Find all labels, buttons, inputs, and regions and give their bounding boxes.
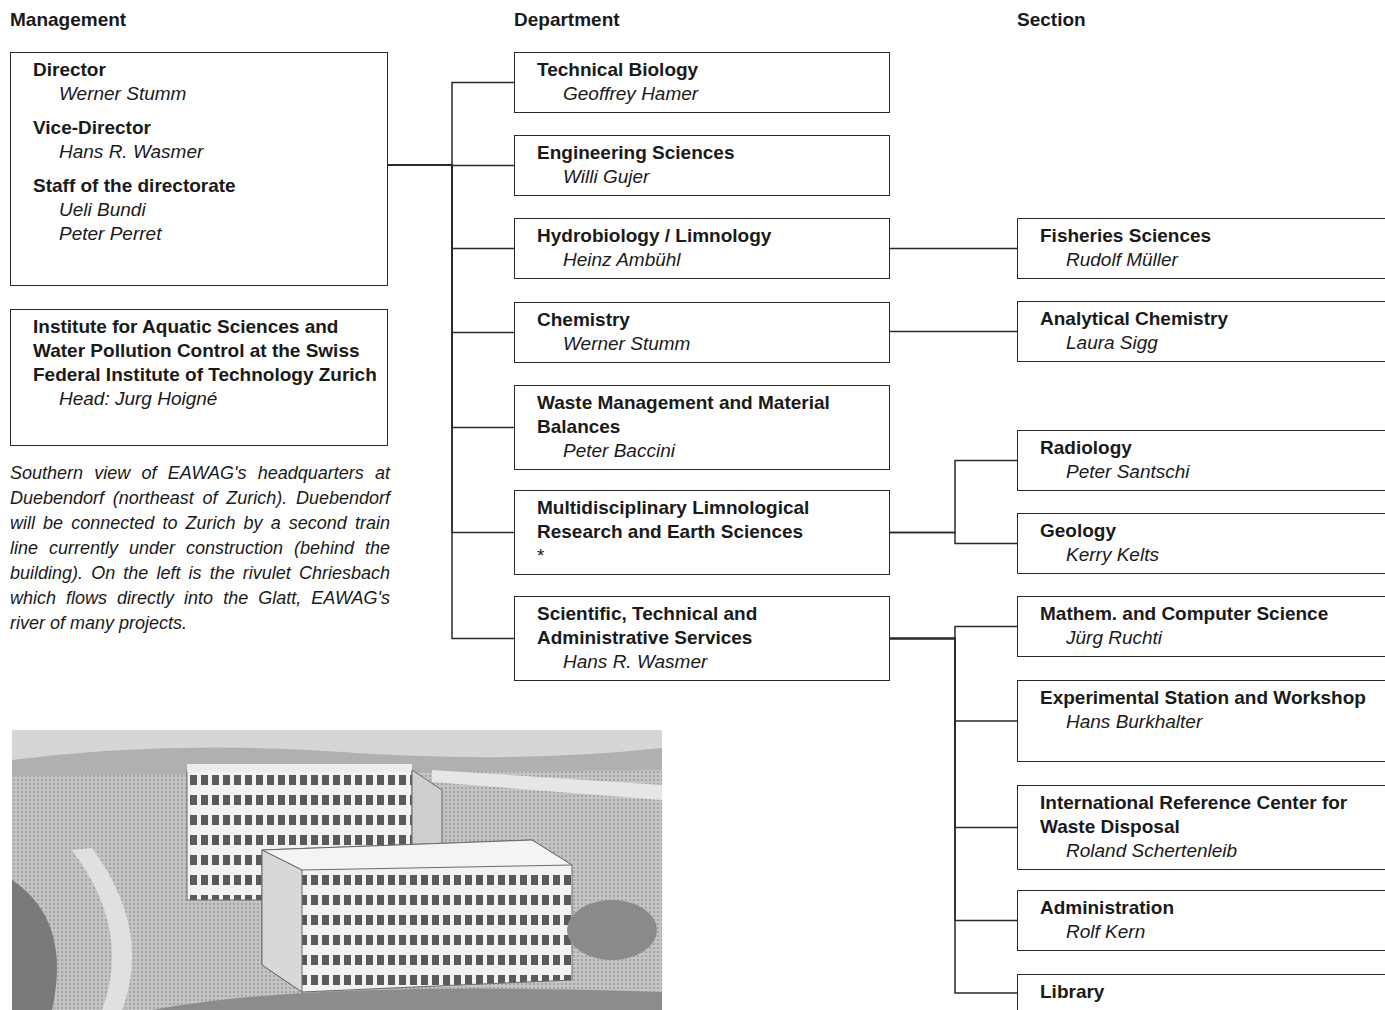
unit-title: Hydrobiology / Limnology — [537, 224, 879, 248]
photo-rail — [432, 770, 662, 800]
org-connector — [890, 639, 1017, 722]
person-name: Kerry Kelts — [1040, 543, 1385, 567]
unit-title: Library — [1040, 980, 1385, 1004]
column-heading: Section — [1017, 8, 1317, 32]
org-connector — [388, 165, 514, 639]
unit-title: Fisheries Sciences — [1040, 224, 1385, 248]
org-connector — [890, 533, 1017, 544]
photo-foreground — [152, 989, 662, 1010]
org-connector — [388, 165, 514, 249]
unit-title: Administration — [1040, 896, 1385, 920]
person-name: Jürg Ruchti — [1040, 626, 1385, 650]
org-box: Analytical ChemistryLaura Sigg — [1017, 301, 1385, 362]
unit-title: Analytical Chemistry — [1040, 307, 1385, 331]
org-box: Fisheries SciencesRudolf Müller — [1017, 218, 1385, 279]
org-connector — [890, 639, 1017, 921]
photo-ground — [12, 730, 662, 1010]
photo-hills — [12, 748, 662, 777]
org-box: Waste Management and Material BalancesPe… — [514, 385, 890, 470]
tall-roof — [187, 764, 412, 772]
org-box: Hydrobiology / LimnologyHeinz Ambühl — [514, 218, 890, 279]
person-name: Head: Jurg Hoigné — [33, 387, 377, 411]
org-box: International Reference Center for Waste… — [1017, 785, 1385, 870]
column-heading: Management — [10, 8, 310, 32]
person-name: Werner Stumm — [537, 332, 879, 356]
unit-title: Multidisciplinary Limnological Research … — [537, 496, 879, 544]
unit-title: Engineering Sciences — [537, 141, 879, 165]
photo-trees — [12, 880, 57, 1010]
org-connector — [890, 248, 1017, 250]
unit-title: Scientific, Technical and Administrative… — [537, 602, 879, 650]
person-name: Geoffrey Hamer — [537, 82, 879, 106]
org-connector — [388, 165, 514, 333]
org-box: DirectorWerner StummVice-DirectorHans R.… — [10, 52, 388, 286]
person-name: Peter Baccini — [537, 439, 879, 463]
org-box: Mathem. and Computer ScienceJürg Ruchti — [1017, 596, 1385, 657]
person-name: Heinz Ambühl — [537, 248, 879, 272]
unit-title: International Reference Center for Waste… — [1040, 791, 1385, 839]
photo-caption: Southern view of EAWAG's headquarters at… — [10, 461, 390, 636]
org-box: RadiologyPeter Santschi — [1017, 430, 1385, 491]
person-name: Rudolf Müller — [1040, 248, 1385, 272]
org-connector — [890, 639, 1017, 994]
unit-title: Vice-Director — [33, 116, 377, 140]
person-name: Hans R. Wasmer — [537, 650, 879, 674]
org-box: Experimental Station and WorkshopHans Bu… — [1017, 680, 1385, 762]
org-box: Technical BiologyGeoffrey Hamer — [514, 52, 890, 113]
person-name: Roland Schertenleib — [1040, 839, 1385, 863]
org-box: Multidisciplinary Limnological Research … — [514, 490, 890, 575]
person-name: Laura Sigg — [1040, 331, 1385, 355]
photo-scene — [12, 730, 662, 1010]
org-connector — [388, 83, 514, 166]
person-name: Willi Gujer — [537, 165, 879, 189]
unit-title: Experimental Station and Workshop — [1040, 686, 1385, 710]
org-connector — [890, 461, 1017, 533]
unit-title: Technical Biology — [537, 58, 879, 82]
person-name: Werner Stumm — [33, 82, 377, 106]
unit-title: Director — [33, 58, 377, 82]
org-box: GeologyKerry Kelts — [1017, 513, 1385, 574]
person-name: Peter Santschi — [1040, 460, 1385, 484]
unit-title: Waste Management and Material Balances — [537, 391, 879, 439]
front-roof — [262, 840, 572, 870]
building-photo — [12, 730, 662, 1010]
column-heading: Department — [514, 8, 814, 32]
org-box: Institute for Aquatic Sciences and Water… — [10, 309, 388, 446]
unit-title: Radiology — [1040, 436, 1385, 460]
unit-title: Mathem. and Computer Science — [1040, 602, 1385, 626]
person-name: Rolf Kern — [1040, 920, 1385, 944]
org-connector — [890, 639, 1017, 828]
unit-title: Staff of the directorate — [33, 174, 377, 198]
org-connector — [890, 331, 1017, 333]
person-name: Peter Perret — [33, 222, 377, 246]
org-box: Library — [1017, 974, 1385, 1010]
person-name: Hans Burkhalter — [1040, 710, 1385, 734]
photo-bush — [567, 900, 657, 960]
org-box: Scientific, Technical and Administrative… — [514, 596, 890, 681]
person-name: * — [537, 544, 879, 568]
unit-title: Geology — [1040, 519, 1385, 543]
org-connector — [388, 165, 514, 533]
person-name: Hans R. Wasmer — [33, 140, 377, 164]
unit-title: Chemistry — [537, 308, 879, 332]
org-box: Engineering SciencesWilli Gujer — [514, 135, 890, 196]
unit-title: Institute for Aquatic Sciences and Water… — [33, 315, 377, 387]
org-box: ChemistryWerner Stumm — [514, 302, 890, 363]
org-connector — [890, 627, 1017, 639]
org-connector — [388, 165, 514, 428]
org-box: AdministrationRolf Kern — [1017, 890, 1385, 951]
person-name: Ueli Bundi — [33, 198, 377, 222]
front-side — [262, 850, 302, 992]
front-building — [262, 840, 572, 992]
photo-rivulet — [72, 848, 132, 1010]
